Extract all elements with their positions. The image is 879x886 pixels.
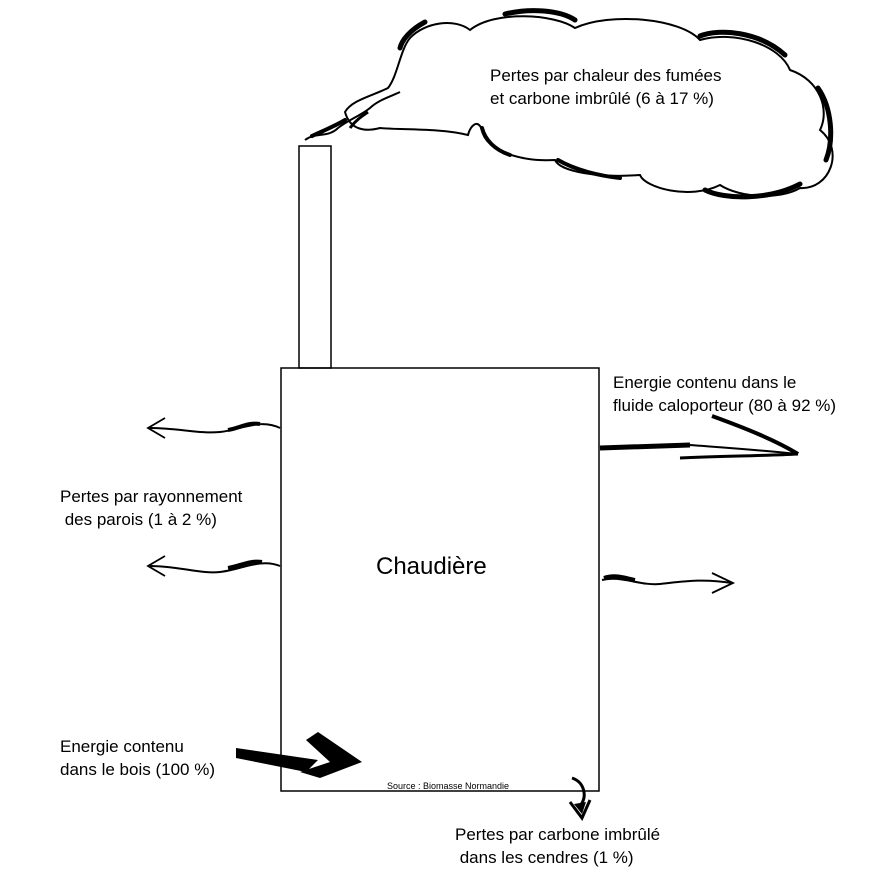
wood-input-line-1: Energie contenu bbox=[60, 737, 184, 756]
heat-fluid-line-1: Energie contenu dans le bbox=[613, 373, 797, 392]
smoke-cloud bbox=[343, 15, 834, 197]
smoke-loss-label: Pertes par chaleur des fumées et carbone… bbox=[490, 64, 722, 110]
radiation-loss-label: Pertes par rayonnement des parois (1 à 2… bbox=[60, 485, 242, 531]
wood-input-line-2: dans le bois (100 %) bbox=[60, 760, 215, 779]
source-credit: Source : Biomasse Normandie bbox=[387, 781, 510, 791]
smoke-loss-line-1: Pertes par chaleur des fumées bbox=[490, 66, 722, 85]
ash-loss-line-1: Pertes par carbone imbrûlé bbox=[455, 825, 661, 844]
wood-input-arrow bbox=[236, 732, 362, 778]
ash-loss-line-2: dans les cendres (1 %) bbox=[455, 848, 634, 867]
heat-fluid-line-2: fluide caloporteur (80 à 92 %) bbox=[613, 396, 837, 415]
radiation-loss-line-2: des parois (1 à 2 %) bbox=[60, 510, 217, 529]
radiation-arrow-lower bbox=[146, 555, 281, 577]
smoke-trail bbox=[304, 91, 401, 141]
heat-fluid-arrow bbox=[599, 414, 800, 460]
ash-loss-label: Pertes par carbone imbrûlé dans les cend… bbox=[455, 823, 660, 869]
wood-input-label: Energie contenu dans le bois (100 %) bbox=[60, 735, 215, 781]
ash-arrow bbox=[568, 776, 592, 821]
boiler-label: Chaudière bbox=[376, 553, 487, 580]
radiation-arrow-upper bbox=[146, 417, 281, 439]
heat-fluid-label: Energie contenu dans le fluide caloporte… bbox=[613, 371, 836, 417]
smoke-loss-line-2: et carbone imbrûlé (6 à 17 %) bbox=[490, 89, 714, 108]
radiation-loss-line-1: Pertes par rayonnement bbox=[60, 487, 243, 506]
boiler-box bbox=[280, 367, 600, 792]
radiation-arrow-right bbox=[601, 572, 736, 594]
chimney bbox=[298, 145, 332, 369]
